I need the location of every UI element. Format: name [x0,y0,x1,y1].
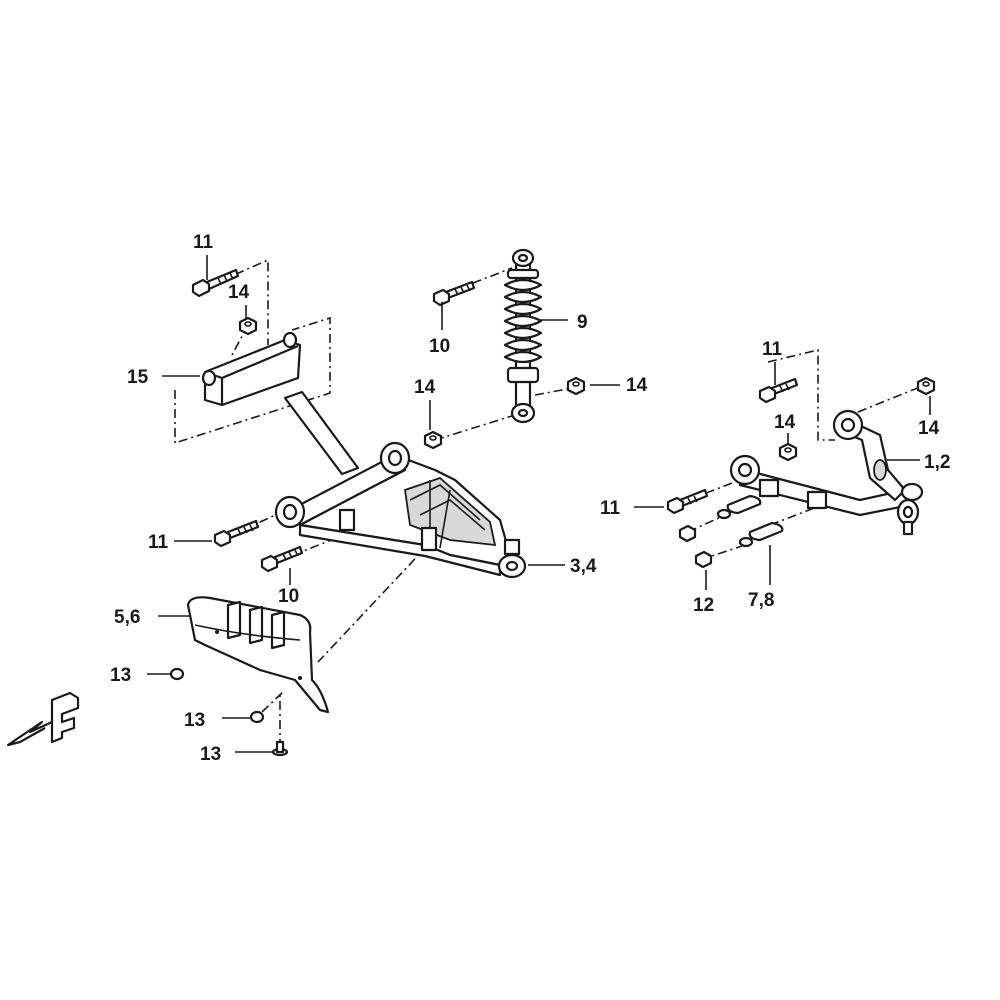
label-10-lower[interactable]: 10 [278,586,299,607]
shim-clip-7-8-a[interactable] [716,494,762,520]
bolt-12-a[interactable] [678,524,697,543]
label-10-top[interactable]: 10 [429,336,450,357]
bolt-11-right-lower[interactable] [666,488,709,515]
label-7-8[interactable]: 7,8 [748,590,774,611]
label-11-top[interactable]: 11 [193,232,214,253]
screw-13-a[interactable] [169,667,185,681]
bolt-10-lower-arm[interactable] [260,545,304,573]
bolt-12-b[interactable] [694,550,713,569]
bolt-11-lower-arm[interactable] [213,519,260,548]
label-13-b[interactable]: 13 [184,710,205,731]
nut-14-right-top[interactable] [916,376,936,396]
bolt-11-right-top[interactable] [758,377,799,404]
label-14-right-mid[interactable]: 14 [774,412,796,433]
front-direction-arrow-icon [6,691,80,747]
screw-13-c[interactable] [271,740,289,757]
label-11-right-lower[interactable]: 11 [600,498,621,519]
label-15[interactable]: 15 [127,367,149,388]
bolt-10-top[interactable] [432,280,476,307]
label-9[interactable]: 9 [577,312,588,333]
label-12[interactable]: 12 [693,595,714,616]
label-14-shock[interactable]: 14 [626,375,648,396]
shim-clip-7-8-b[interactable] [738,521,784,548]
label-14-arm[interactable]: 14 [414,377,436,398]
skid-plate-5-6[interactable] [186,596,330,714]
bolt-11-top[interactable] [191,268,240,298]
leader-lines [147,255,931,753]
bracket-link-strut [283,390,360,476]
label-13-c[interactable]: 13 [200,744,221,765]
label-11-right-top[interactable]: 11 [762,339,783,360]
shock-absorber-9[interactable] [503,248,543,424]
screw-13-b[interactable] [249,710,265,724]
nut-14-shock-bottom[interactable] [566,376,586,396]
label-13-a[interactable]: 13 [110,665,131,686]
label-11-lower[interactable]: 11 [148,532,169,553]
label-14-right-top[interactable]: 14 [918,418,940,439]
label-5-6[interactable]: 5,6 [114,607,140,628]
nut-14-arm[interactable] [423,430,443,450]
nut-14-top-left[interactable] [238,316,258,336]
lower-a-arm-3-4[interactable] [274,441,527,579]
upper-a-arm-1-2[interactable] [729,409,924,536]
label-14-top[interactable]: 14 [228,282,250,303]
part-labels: 11 14 15 10 9 14 14 11 10 3,4 5,6 13 13 … [110,232,950,765]
nut-14-right-mid[interactable] [778,442,798,462]
label-3-4[interactable]: 3,4 [570,556,597,577]
upper-bracket-15[interactable] [201,331,302,407]
label-1-2[interactable]: 1,2 [924,452,950,473]
